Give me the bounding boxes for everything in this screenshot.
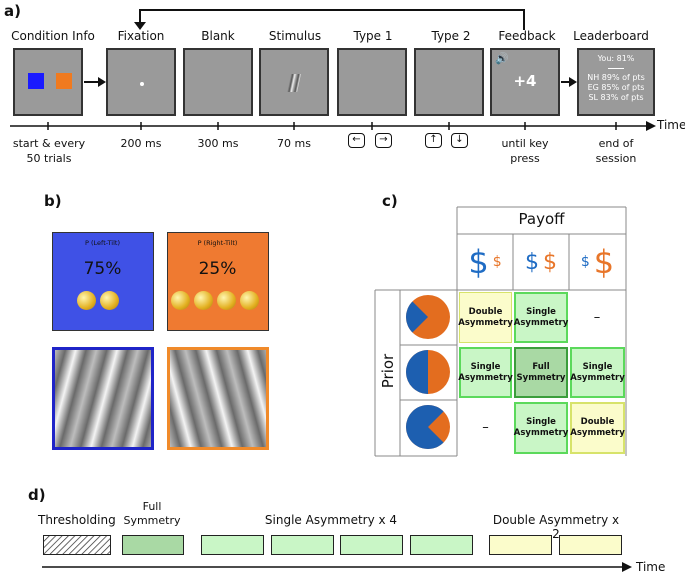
stage-title-condition: Condition Info [11, 29, 95, 43]
leaderboard-you: You: 81% [597, 54, 635, 63]
cell-r3-c2: Single Asymmetry [514, 402, 568, 454]
cell-r1-c3: – [593, 310, 601, 325]
fixation-dot [140, 82, 144, 86]
flow-arrows [84, 77, 577, 87]
right-card-caption: P (Right-Tilt) [197, 239, 238, 247]
feedback-screen: 🔊 +4 [490, 48, 560, 116]
dollar-icon: $ [525, 249, 539, 275]
feedback-loop-arrow [134, 9, 525, 30]
pie-blue-slice [406, 301, 428, 333]
payoff-label: Payoff [518, 210, 565, 228]
timing-fixation: 200 ms [120, 137, 162, 150]
left-card-coins [77, 291, 137, 311]
time-label-a: Time [657, 118, 685, 132]
orange-square [56, 73, 72, 89]
leaderboard-divider [608, 68, 624, 69]
timing-feedback: until key press [501, 137, 549, 165]
left-card-value: 75% [83, 259, 122, 279]
left-card-caption: P (Left-Tilt) [85, 239, 120, 247]
panel-d-label: d) [28, 486, 46, 504]
leaderboard-row: SL 83% of pts [588, 93, 644, 102]
time-axis-a [10, 121, 656, 131]
stage-title-stimulus: Stimulus [268, 29, 322, 43]
blank-screen [183, 48, 253, 116]
stage-title-blank: Blank [201, 29, 235, 43]
pie-blue-slice [406, 405, 444, 449]
fixation-screen [106, 48, 176, 116]
up-arrow-key-icon: ↑ [425, 133, 442, 148]
cell-r3-c1: – [482, 420, 489, 435]
stage-title-fixation: Fixation [117, 29, 165, 43]
payoff-col1-dollar-icons: $ $ [457, 236, 513, 288]
group-label-single-asymmetry: Single Asymmetry x 4 [264, 513, 398, 527]
time-axis-d [42, 562, 632, 572]
time-label-d: Time [636, 560, 666, 574]
down-arrow-key-icon: ↓ [451, 133, 468, 148]
left-tilt-gabor [52, 347, 154, 450]
timing-condition: start & every 50 trials [12, 137, 86, 165]
type1-screen [337, 48, 407, 116]
type2-screen [414, 48, 484, 116]
payoff-col3-dollar-icons: $ $ [569, 236, 626, 288]
block-single-asymmetry [201, 535, 264, 555]
coin-icon [217, 291, 236, 310]
group-label-double-asymmetry: Double Asymmetry x 2 [492, 513, 620, 541]
prior-pies [406, 295, 450, 449]
coin-icon [171, 291, 190, 310]
panel-b-label: b) [44, 192, 62, 210]
cell-r1-c2: Single Asymmetry [514, 292, 568, 343]
block-single-asymmetry [340, 535, 403, 555]
dollar-icon: $ [580, 254, 590, 270]
left-arrow-key-icon: ← [348, 133, 365, 148]
block-single-asymmetry [410, 535, 473, 555]
right-tilt-gabor [167, 347, 269, 450]
right-tilt-card: P (Right-Tilt) 25% [167, 232, 269, 331]
block-double-asymmetry [559, 535, 622, 555]
dollar-icon: $ [543, 249, 557, 275]
coin-icon [194, 291, 213, 310]
block-thresholding [43, 535, 111, 555]
right-card-value: 25% [198, 259, 237, 279]
cell-r2-c3: Single Asymmetry [570, 347, 625, 398]
left-tilt-card: P (Left-Tilt) 75% [52, 232, 154, 331]
cell-r1-c1: Double Asymmetry [458, 292, 513, 343]
stimulus-screen [259, 48, 329, 116]
dollar-icon: $ [468, 243, 489, 281]
block-single-asymmetry [271, 535, 334, 555]
timing-stimulus: 70 ms [277, 137, 311, 150]
right-card-coins [171, 291, 267, 311]
timing-leaderboard: end of session [595, 137, 637, 165]
stage-title-feedback: Feedback [498, 29, 556, 43]
stage-title-leaderboard: Leaderboard [573, 29, 649, 43]
feedback-score: +4 [513, 72, 537, 90]
speaker-icon: 🔊 [495, 52, 509, 65]
right-arrow-key-icon: → [375, 133, 392, 148]
leaderboard-row: EG 85% of pts [587, 83, 645, 92]
prior-label: Prior [379, 353, 397, 389]
dollar-icon: $ [492, 254, 502, 270]
block-full-symmetry [122, 535, 184, 555]
stage-title-type1: Type 1 [353, 29, 393, 43]
condition-info-screen [13, 48, 83, 116]
dollar-icon: $ [593, 243, 615, 281]
block-double-asymmetry [489, 535, 552, 555]
coin-icon [77, 291, 96, 310]
pie-blue-slice [406, 350, 428, 394]
cell-r2-c2: Full Symmetry [514, 347, 568, 398]
cell-r3-c3: Double Asymmetry [570, 402, 625, 454]
cell-r2-c1: Single Asymmetry [458, 347, 513, 398]
timing-blank: 300 ms [197, 137, 239, 150]
coin-icon [100, 291, 119, 310]
stage-title-type2: Type 2 [431, 29, 471, 43]
group-label-full-symmetry: Full Symmetry [123, 500, 181, 527]
leaderboard-screen: You: 81% NH 89% of pts EG 85% of pts SL … [577, 48, 655, 116]
coin-icon [240, 291, 259, 310]
blue-square [28, 73, 44, 89]
panel-c-label: c) [382, 192, 398, 210]
panel-a-label: a) [4, 2, 21, 20]
payoff-col2-dollar-icons: $ $ [513, 236, 569, 288]
leaderboard-row: NH 89% of pts [587, 73, 645, 82]
group-label-thresholding: Thresholding [38, 513, 116, 527]
